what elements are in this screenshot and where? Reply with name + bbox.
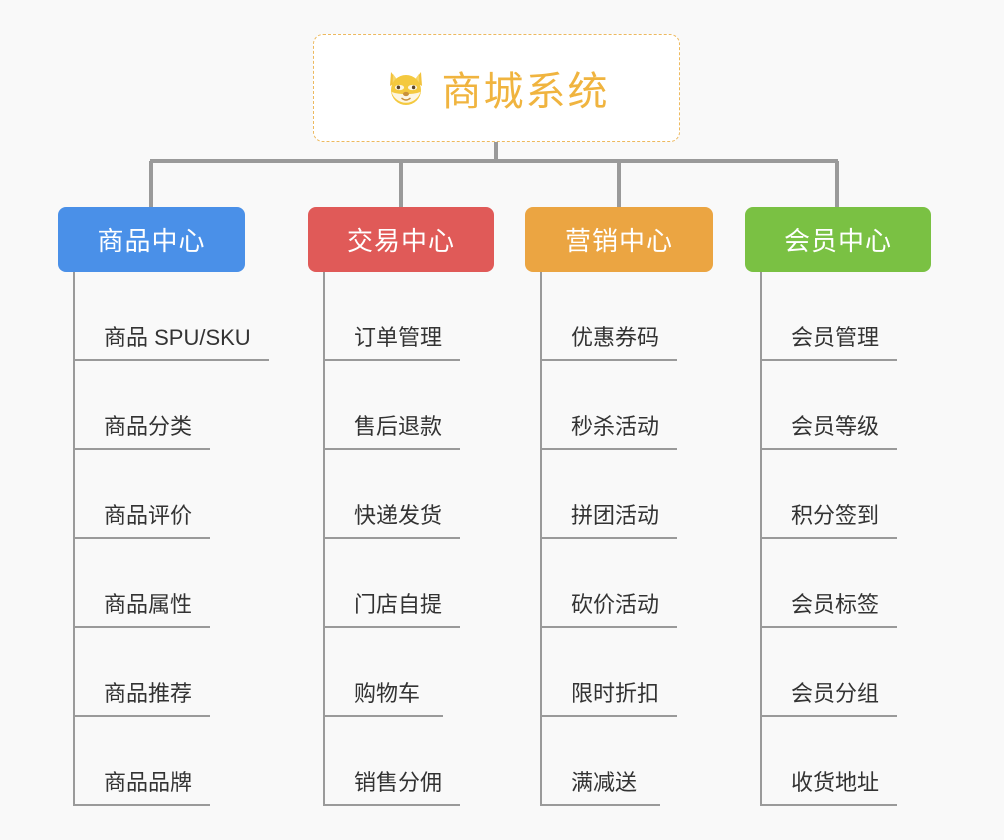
leaf-rule bbox=[73, 626, 211, 628]
branch-column-3: 会员中心 会员管理 会员等级 积分签到 会员标签 会员分组 bbox=[745, 207, 931, 806]
list-item[interactable]: 会员分组 bbox=[745, 628, 931, 717]
list-item[interactable]: 订单管理 bbox=[308, 272, 494, 361]
leaf-rule bbox=[760, 359, 898, 361]
leaf-label: 商品推荐 bbox=[104, 681, 193, 706]
leaf-label: 会员等级 bbox=[791, 414, 880, 439]
leaf-label: 销售分佣 bbox=[354, 770, 443, 795]
branch-header-3[interactable]: 会员中心 bbox=[745, 207, 931, 272]
list-item[interactable]: 限时折扣 bbox=[525, 628, 713, 717]
leaf-rule bbox=[760, 537, 898, 539]
leaf-label: 限时折扣 bbox=[571, 681, 660, 706]
list-item[interactable]: 门店自提 bbox=[308, 539, 494, 628]
branch-trunk-1 bbox=[323, 272, 325, 806]
leaf-label: 商品评价 bbox=[104, 503, 193, 528]
leaf-rule bbox=[540, 626, 678, 628]
leaf-rule bbox=[323, 715, 443, 717]
list-item[interactable]: 销售分佣 bbox=[308, 717, 494, 806]
leaf-label: 会员标签 bbox=[791, 592, 880, 617]
branch-header-label-2: 营销中心 bbox=[564, 226, 673, 256]
leaf-label: 优惠券码 bbox=[571, 325, 660, 350]
list-item[interactable]: 优惠券码 bbox=[525, 272, 713, 361]
leaf-rule bbox=[73, 448, 211, 450]
list-item[interactable]: 收货地址 bbox=[745, 717, 931, 806]
leaf-label: 会员管理 bbox=[791, 325, 880, 350]
leaf-label: 快递发货 bbox=[354, 503, 443, 528]
leaf-label: 积分签到 bbox=[791, 503, 880, 528]
root-label: 商城系统 bbox=[441, 70, 610, 114]
root-node[interactable]: 商城系统 bbox=[313, 34, 680, 142]
list-item[interactable]: 商品品牌 bbox=[58, 717, 245, 806]
leaf-rule bbox=[323, 804, 461, 806]
leaf-label: 拼团活动 bbox=[571, 503, 660, 528]
list-item[interactable]: 商品推荐 bbox=[58, 628, 245, 717]
leaf-rule bbox=[540, 715, 678, 717]
leaf-label: 秒杀活动 bbox=[571, 414, 660, 439]
branch-header-1[interactable]: 交易中心 bbox=[308, 207, 494, 272]
leaf-rule bbox=[323, 537, 461, 539]
branch-body-3: 会员管理 会员等级 积分签到 会员标签 会员分组 收货地址 bbox=[745, 272, 931, 806]
branch-trunk-3 bbox=[760, 272, 762, 806]
leaf-rule bbox=[540, 448, 678, 450]
list-item[interactable]: 商品评价 bbox=[58, 450, 245, 539]
shiba-dog-face-icon bbox=[384, 66, 428, 110]
leaf-label: 商品分类 bbox=[104, 414, 193, 439]
list-item[interactable]: 商品分类 bbox=[58, 361, 245, 450]
leaf-rule bbox=[760, 626, 898, 628]
leaf-rule bbox=[323, 359, 461, 361]
branch-body-1: 订单管理 售后退款 快递发货 门店自提 购物车 销售分佣 bbox=[308, 272, 494, 806]
leaf-rule bbox=[760, 804, 898, 806]
leaf-label: 满减送 bbox=[571, 770, 638, 795]
branch-header-0[interactable]: 商品中心 bbox=[58, 207, 245, 272]
branch-column-0: 商品中心 商品 SPU/SKU 商品分类 商品评价 商品属性 商品推荐 bbox=[58, 207, 269, 806]
branch-header-label-0: 商品中心 bbox=[97, 226, 206, 256]
branch-trunk-0 bbox=[73, 272, 75, 806]
list-item[interactable]: 积分签到 bbox=[745, 450, 931, 539]
leaf-rule bbox=[73, 715, 211, 717]
branch-body-0: 商品 SPU/SKU 商品分类 商品评价 商品属性 商品推荐 商品品牌 bbox=[58, 272, 269, 806]
leaf-rule bbox=[540, 537, 678, 539]
list-item[interactable]: 商品属性 bbox=[58, 539, 245, 628]
list-item[interactable]: 拼团活动 bbox=[525, 450, 713, 539]
list-item[interactable]: 秒杀活动 bbox=[525, 361, 713, 450]
leaf-rule bbox=[540, 359, 678, 361]
branch-header-2[interactable]: 营销中心 bbox=[525, 207, 713, 272]
leaf-rule bbox=[540, 804, 660, 806]
leaf-rule bbox=[73, 359, 269, 361]
leaf-label: 砍价活动 bbox=[571, 592, 660, 617]
leaf-label: 订单管理 bbox=[354, 325, 443, 350]
list-item[interactable]: 砍价活动 bbox=[525, 539, 713, 628]
leaf-label: 商品 SPU/SKU bbox=[104, 325, 251, 350]
leaf-label: 收货地址 bbox=[791, 770, 880, 795]
branch-column-2: 营销中心 优惠券码 秒杀活动 拼团活动 砍价活动 限时折扣 bbox=[525, 207, 713, 806]
list-item[interactable]: 会员管理 bbox=[745, 272, 931, 361]
branch-header-label-3: 会员中心 bbox=[783, 226, 892, 256]
list-item[interactable]: 会员等级 bbox=[745, 361, 931, 450]
branch-trunk-2 bbox=[540, 272, 542, 806]
leaf-rule bbox=[73, 804, 211, 806]
leaf-label: 商品品牌 bbox=[104, 770, 193, 795]
branch-column-1: 交易中心 订单管理 售后退款 快递发货 门店自提 购物车 bbox=[308, 207, 494, 806]
leaf-label: 会员分组 bbox=[791, 681, 880, 706]
list-item[interactable]: 快递发货 bbox=[308, 450, 494, 539]
leaf-rule bbox=[760, 448, 898, 450]
list-item[interactable]: 会员标签 bbox=[745, 539, 931, 628]
list-item[interactable]: 售后退款 bbox=[308, 361, 494, 450]
list-item[interactable]: 满减送 bbox=[525, 717, 713, 806]
leaf-label: 购物车 bbox=[354, 681, 421, 706]
leaf-rule bbox=[323, 448, 461, 450]
leaf-label: 商品属性 bbox=[104, 592, 193, 617]
branch-header-label-1: 交易中心 bbox=[346, 226, 455, 256]
branch-body-2: 优惠券码 秒杀活动 拼团活动 砍价活动 限时折扣 满减送 bbox=[525, 272, 713, 806]
list-item[interactable]: 购物车 bbox=[308, 628, 494, 717]
leaf-label: 门店自提 bbox=[354, 592, 443, 617]
leaf-rule bbox=[323, 626, 461, 628]
leaf-rule bbox=[73, 537, 211, 539]
leaf-label: 售后退款 bbox=[354, 414, 443, 439]
leaf-rule bbox=[760, 715, 898, 717]
list-item[interactable]: 商品 SPU/SKU bbox=[58, 272, 269, 361]
